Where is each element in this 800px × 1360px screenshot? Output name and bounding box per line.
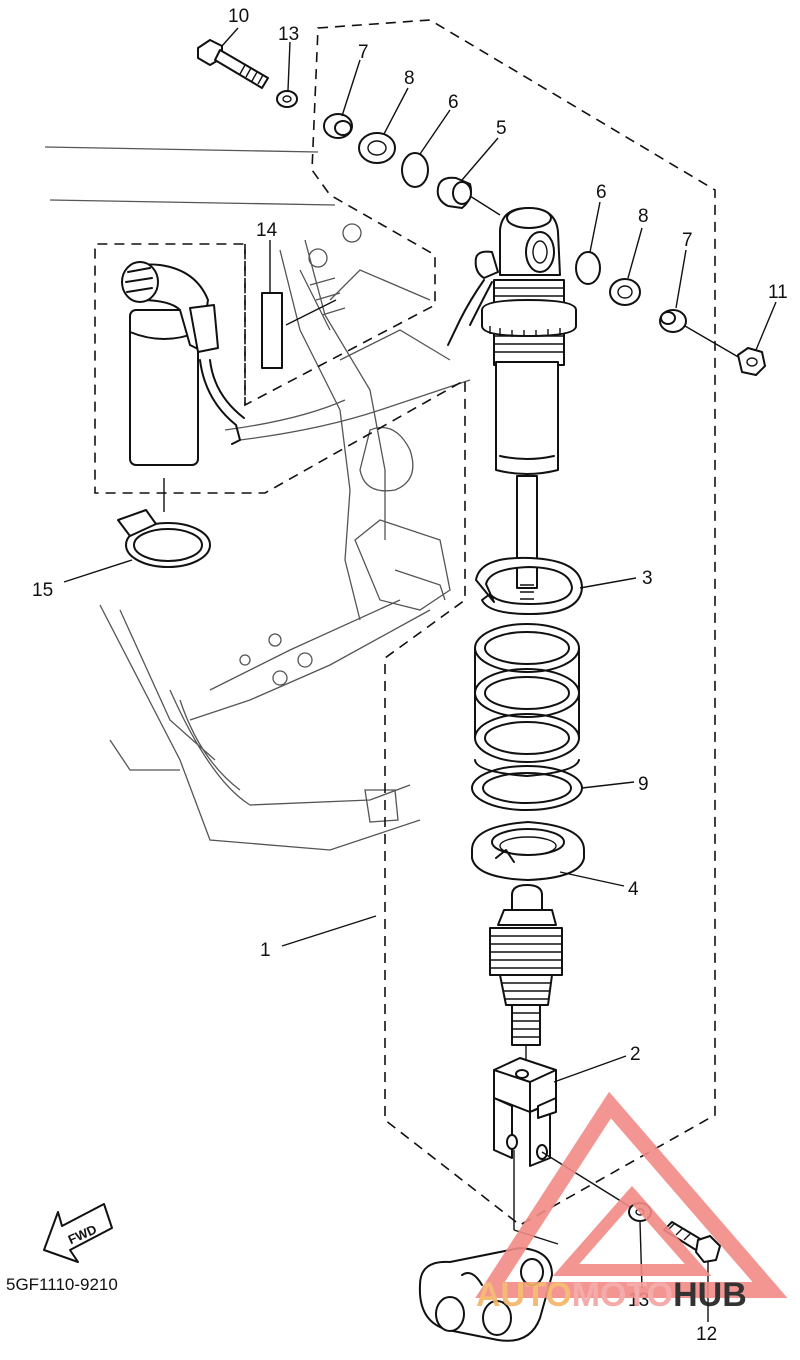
spring-3 xyxy=(474,556,583,777)
callout-14: 14 xyxy=(256,220,278,241)
watermark-word-hub: HUB xyxy=(673,1276,747,1314)
leader-lines xyxy=(63,27,777,1322)
hose-clamp-15 xyxy=(117,478,211,568)
callout-5: 5 xyxy=(496,118,507,139)
watermark-word-moto: MOTO xyxy=(572,1276,673,1314)
callout-9: 9 xyxy=(638,774,649,795)
callout-2: 2 xyxy=(630,1044,641,1065)
callout-13: 13 xyxy=(278,24,299,45)
callout-11: 11 xyxy=(768,282,788,303)
label-plate-14 xyxy=(261,292,283,369)
watermark-triangle-inner xyxy=(552,1185,712,1276)
callout-8: 8 xyxy=(404,68,415,89)
callout-12: 12 xyxy=(696,1324,717,1345)
watermark-word-auto: AUTO xyxy=(476,1276,572,1314)
assembly-boundaries xyxy=(94,19,716,1226)
watermark-triangle-outer xyxy=(475,1091,788,1298)
spacer-ring-9 xyxy=(471,765,583,811)
upper-hardware xyxy=(197,39,501,216)
lower-body xyxy=(489,884,563,1070)
callout-4: 4 xyxy=(628,879,639,900)
automotohub-watermark: AUTOMOTOHUB xyxy=(475,1091,788,1314)
callout-1: 1 xyxy=(260,940,271,961)
right-hardware xyxy=(575,251,766,376)
forward-arrow: FWD xyxy=(43,1203,113,1263)
callout-15: 15 xyxy=(32,580,53,601)
callout-7b: 7 xyxy=(682,230,693,251)
shock-absorber xyxy=(447,207,577,600)
remote-reservoir xyxy=(121,261,245,466)
frame-ghost xyxy=(44,146,471,851)
callout-10: 10 xyxy=(228,6,249,27)
spring-seat-4 xyxy=(471,821,585,881)
callout-numbers: 10 13 7 8 6 5 6 8 7 11 14 15 3 9 4 1 2 1… xyxy=(32,6,788,1345)
part-code: 5GF1110-9210 xyxy=(6,1275,118,1294)
callout-6: 6 xyxy=(448,92,459,113)
callout-8b: 8 xyxy=(638,206,649,227)
callout-6b: 6 xyxy=(596,182,607,203)
clevis-2 xyxy=(493,1057,633,1245)
callout-3: 3 xyxy=(642,568,653,589)
svg-text:AUTOMOTOHUB: AUTOMOTOHUB xyxy=(476,1276,747,1314)
callout-7: 7 xyxy=(358,42,369,63)
